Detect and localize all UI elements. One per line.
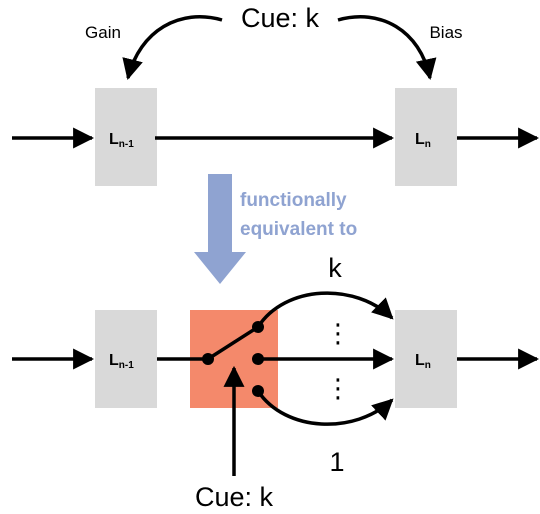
bottom-layer-prev-box	[95, 310, 157, 408]
top-cue-label: Cue: k	[241, 3, 320, 33]
equivalence-text-line1: functionally	[240, 190, 347, 211]
branch-dots-lower: ⋮	[325, 373, 351, 403]
top-layer-next-sub: n	[425, 139, 431, 150]
equivalence-indicator: functionally equivalent to	[194, 174, 357, 284]
branch-dots-upper: ⋮	[325, 318, 351, 348]
top-cue-to-gain-arrow	[122, 15, 223, 81]
bottom-layer-next-box	[395, 310, 457, 408]
branch-top-label: k	[328, 253, 342, 283]
top-layer-prev-box	[95, 88, 157, 186]
bottom-diagram: Ln-1 Ln ⋮ ⋮ k 1 Cue: k	[12, 253, 540, 512]
branch-bottom-label: 1	[329, 447, 344, 477]
top-bias-label: Bias	[429, 23, 462, 42]
top-layer-prev-sub: n-1	[119, 139, 134, 150]
bottom-layer-next-label: Ln	[415, 352, 431, 371]
top-layer-next-main: L	[415, 131, 425, 148]
switch-lever	[207, 325, 259, 361]
top-gain-label: Gain	[85, 23, 121, 42]
top-layer-next-box	[395, 88, 457, 186]
bottom-cue-label: Cue: k	[195, 482, 274, 512]
equivalence-text-line2: equivalent to	[240, 219, 357, 240]
bottom-layer-prev-sub: n-1	[119, 360, 134, 371]
top-layer-prev-label: Ln-1	[109, 131, 134, 150]
switch-pivot-dot	[202, 353, 214, 365]
bottom-layer-prev-main: L	[109, 352, 119, 369]
equivalence-down-arrow	[194, 174, 246, 284]
bottom-layer-prev-label: Ln-1	[109, 352, 134, 371]
branch-bottom-arrow	[256, 390, 394, 426]
top-cue-to-bias-arrow	[337, 15, 437, 81]
top-layer-next-label: Ln	[415, 131, 431, 150]
top-diagram: Ln-1 Ln Cue: k Gain Bias	[12, 3, 540, 186]
branch-top-arrow	[256, 291, 394, 328]
top-layer-prev-main: L	[109, 131, 119, 148]
bottom-layer-next-sub: n	[425, 360, 431, 371]
bottom-layer-next-main: L	[415, 352, 425, 369]
